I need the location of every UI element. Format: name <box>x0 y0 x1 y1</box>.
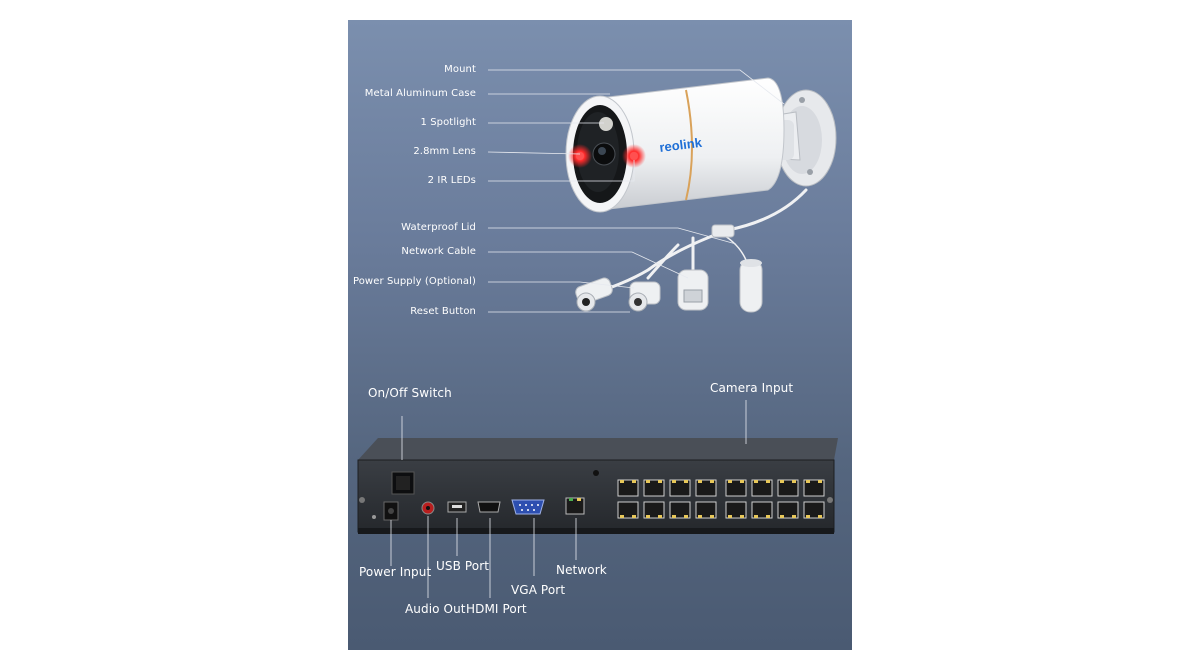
port-led <box>684 515 688 518</box>
poe-port <box>725 479 747 497</box>
label-vga-port: VGA Port <box>511 583 566 597</box>
poe-port <box>725 501 747 519</box>
poe-port <box>777 501 799 519</box>
port-led <box>766 480 770 483</box>
port-led <box>728 515 732 518</box>
label-power-input: Power Input <box>359 565 432 579</box>
poe-port <box>643 479 665 497</box>
poe-port <box>751 479 773 497</box>
camera-input-ports <box>617 479 825 519</box>
port-led <box>728 480 732 483</box>
poe-port <box>669 501 691 519</box>
nvr-recorder <box>357 438 838 534</box>
port-led <box>792 480 796 483</box>
label-waterproof-lid: Waterproof Lid <box>401 222 476 233</box>
label-network-cable: Network Cable <box>401 246 476 257</box>
port-led <box>632 515 636 518</box>
cable-connectors <box>575 224 763 313</box>
poe-port <box>751 501 773 519</box>
port-led <box>620 480 624 483</box>
port-led <box>792 515 796 518</box>
poe-port <box>669 479 691 497</box>
label-power-supply: Power Supply (Optional) <box>352 276 476 287</box>
label-usb-port: USB Port <box>436 559 490 573</box>
label-mount: Mount <box>444 64 476 75</box>
port-led <box>818 480 822 483</box>
port-led <box>740 515 744 518</box>
port-led <box>806 480 810 483</box>
port-led <box>754 480 758 483</box>
poe-port <box>643 501 665 519</box>
port-led <box>620 515 624 518</box>
label-hdmi-port: HDMI Port <box>466 602 527 616</box>
port-led <box>684 480 688 483</box>
poe-port <box>803 501 825 519</box>
poe-port <box>695 479 717 497</box>
port-led <box>698 480 702 483</box>
port-led <box>646 480 650 483</box>
nvr-leader-lines <box>390 400 747 598</box>
label-camera-input: Camera Input <box>710 381 794 395</box>
port-led <box>740 480 744 483</box>
label-audio-out: Audio Out <box>405 602 466 616</box>
brand-logo: reolink <box>659 135 704 155</box>
port-led <box>766 515 770 518</box>
port-led <box>698 515 702 518</box>
poe-port <box>617 479 639 497</box>
port-led <box>710 515 714 518</box>
poe-port <box>777 479 799 497</box>
port-led <box>632 480 636 483</box>
product-illustration: reolink <box>357 69 838 598</box>
port-led <box>754 515 758 518</box>
label-metal-aluminum-case: Metal Aluminum Case <box>364 88 476 99</box>
label-network: Network <box>556 563 607 577</box>
port-led <box>672 480 676 483</box>
poe-port <box>695 501 717 519</box>
port-led <box>780 515 784 518</box>
label-spotlight: 1 Spotlight <box>420 117 476 128</box>
label-on-off-switch: On/Off Switch <box>368 386 452 400</box>
camera-body: reolink <box>565 77 785 213</box>
port-led <box>780 480 784 483</box>
poe-port <box>803 479 825 497</box>
port-led <box>658 515 662 518</box>
port-led <box>806 515 810 518</box>
camera-leader-lines <box>487 69 785 313</box>
poe-port <box>617 501 639 519</box>
port-led <box>710 480 714 483</box>
port-led <box>646 515 650 518</box>
label-lens: 2.8mm Lens <box>413 146 476 157</box>
port-led <box>818 515 822 518</box>
port-led <box>672 515 676 518</box>
port-led <box>658 480 662 483</box>
label-reset-button: Reset Button <box>410 306 476 317</box>
product-diagram-panel: reolink <box>348 20 852 650</box>
label-ir-leds: 2 IR LEDs <box>427 175 476 186</box>
